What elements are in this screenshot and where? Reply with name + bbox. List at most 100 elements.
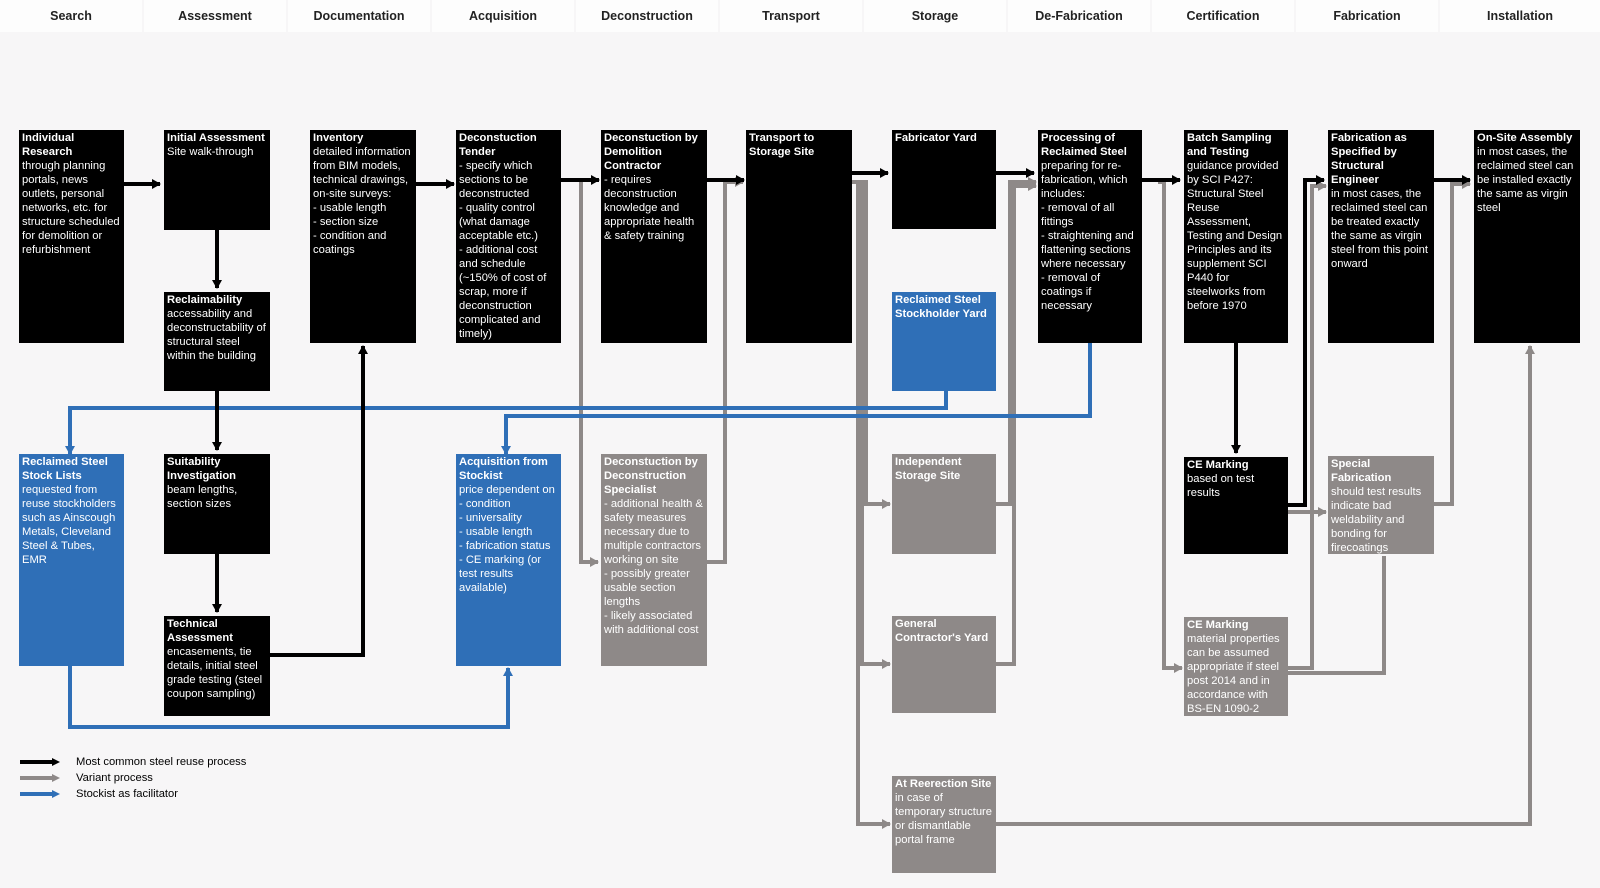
box-description: through planning portals, news outlets, … (22, 160, 120, 256)
box-description: detailed information from BIM models, te… (313, 146, 411, 256)
box-description: - specify which sections to be deconstru… (459, 160, 547, 340)
connector-ce-assumed-to-fabrication (1288, 181, 1327, 670)
box-description: based on test results (1187, 473, 1255, 499)
box-title: Batch Sampling and Testing (1187, 132, 1272, 158)
box-title: General Contractor's Yard (895, 618, 989, 644)
connector-tender-to-specialist (579, 182, 599, 567)
box-description: material properties can be assumed appro… (1187, 633, 1280, 715)
connector-stock-lists-to-acquisition (68, 666, 513, 729)
connector-special-fabrication-to-assembly (1432, 179, 1471, 506)
box-title: Deconstuction Tender (459, 132, 537, 158)
box-description: preparing for re-fabrication, which incl… (1041, 160, 1134, 312)
stage-header-installation: Installation (1440, 0, 1600, 32)
connector-independent-storage-to-processing (996, 177, 1037, 506)
box-title: Reclaimed Steel Stockholder Yard (895, 294, 987, 320)
box-title: CE Marking (1187, 459, 1249, 471)
box-title: Independent Storage Site (895, 456, 962, 482)
legend-arrow-blue (20, 790, 60, 798)
box-title: Special Fabrication (1331, 458, 1392, 484)
box-suitability-investigation: Suitability Investigation beam lengths, … (164, 454, 270, 554)
legend-item-stockist: Stockist as facilitator (20, 786, 178, 802)
box-ce-marking-assumed: CE Marking material properties can be as… (1184, 617, 1288, 716)
stage-header-acquisition: Acquisition (432, 0, 574, 32)
box-title: Initial Assessment (167, 132, 265, 144)
box-transport-to-storage-site: Transport to Storage Site (746, 130, 852, 343)
box-technical-assessment: Technical Assessment encasements, tie de… (164, 616, 270, 716)
box-reclaimability: Reclaimability accessability and deconst… (164, 292, 270, 391)
connector-ce-test-to-fabrication (1288, 175, 1325, 507)
stage-header-de-fabrication: De-Fabrication (1008, 0, 1150, 32)
connector-technical-to-inventory (270, 345, 368, 657)
legend-label: Most common steel reuse process (76, 756, 247, 768)
box-on-site-assembly: On-Site Assembly in most cases, the recl… (1474, 130, 1580, 343)
box-title: Reclaimability (167, 294, 243, 306)
box-title: Inventory (313, 132, 364, 144)
box-title: Deconstuction by Deconstruction Speciali… (604, 456, 698, 496)
box-description: - additional health & safety measures ne… (604, 498, 703, 636)
stage-header-documentation: Documentation (288, 0, 430, 32)
box-description: encasements, tie details, initial steel … (167, 646, 263, 700)
stage-header-deconstruction: Deconstruction (576, 0, 718, 32)
box-title: Transport to Storage Site (749, 132, 815, 158)
box-batch-sampling-testing: Batch Sampling and Testing guidance prov… (1184, 130, 1288, 343)
box-deconstruction-demolition-contractor: Deconstuction by Demolition Contractor -… (601, 130, 707, 343)
legend-label: Stockist as facilitator (76, 788, 178, 800)
box-title: At Reerection Site (895, 778, 992, 790)
stage-header-fabrication: Fabrication (1296, 0, 1438, 32)
box-description: accessability and deconstructability of … (167, 308, 266, 362)
box-title: Fabrication as Specified by Structural E… (1331, 132, 1407, 186)
box-fabricator-yard: Fabricator Yard (892, 130, 996, 229)
box-processing-reclaimed-steel: Processing of Reclaimed Steel preparing … (1038, 130, 1142, 343)
box-at-reerection-site: At Reerection Site in case of temporary … (892, 776, 996, 873)
legend-item-most-common: Most common steel reuse process (20, 754, 246, 770)
legend-item-variant: Variant process (20, 770, 153, 786)
box-individual-research: Individual Research through planning por… (19, 130, 124, 343)
box-description: requested from reuse stockholders such a… (22, 484, 116, 566)
box-title: On-Site Assembly (1477, 132, 1573, 144)
stage-header-search: Search (0, 0, 142, 32)
legend-arrow-black (20, 758, 60, 766)
box-special-fabrication: Special Fabrication should test results … (1328, 456, 1434, 554)
legend-arrow-grey (20, 774, 60, 782)
box-title: Acquisition from Stockist (459, 456, 548, 482)
box-reclaimed-steel-stock-lists: Reclaimed Steel Stock Lists requested fr… (19, 454, 124, 666)
box-inventory: Inventory detailed information from BIM … (310, 130, 416, 343)
connector-specialist-to-transport (707, 177, 744, 564)
box-description: Site walk-through (167, 146, 254, 158)
box-description: price dependent on - condition - univers… (459, 484, 555, 594)
box-title: Fabricator Yard (895, 132, 977, 144)
connector-stockholder-yard-to-stock-lists (65, 391, 948, 455)
box-description: guidance provided by SCI P427: Structura… (1187, 160, 1283, 312)
box-description: should test results indicate bad weldabi… (1331, 486, 1422, 554)
box-reclaimed-steel-stockholder-yard: Reclaimed Steel Stockholder Yard (892, 292, 996, 391)
box-title: Technical Assessment (167, 618, 233, 644)
connector-processing-to-ce-assumed (1158, 180, 1183, 673)
box-general-contractors-yard: General Contractor's Yard (892, 616, 996, 713)
box-description: in most cases, the reclaimed steel can b… (1331, 188, 1429, 270)
box-description: in case of temporary structure or disman… (895, 792, 992, 846)
stage-header-storage: Storage (864, 0, 1006, 32)
connector-contractor-yard-to-processing (996, 181, 1037, 666)
box-description: - requires deconstruction knowledge and … (604, 174, 695, 242)
box-initial-assessment: Initial Assessment Site walk-through (164, 130, 270, 230)
connector-transport-to-reerection (852, 180, 891, 829)
box-title: Reclaimed Steel Stock Lists (22, 456, 108, 482)
box-acquisition-from-stockist: Acquisition from Stockist price dependen… (456, 454, 561, 666)
box-deconstruction-specialist: Deconstuction by Deconstruction Speciali… (601, 454, 707, 666)
box-description: beam lengths, section sizes (167, 484, 238, 510)
box-ce-marking-test-results: CE Marking based on test results (1184, 457, 1288, 554)
connector-stockholder-yard-to-acquisition (501, 343, 1092, 455)
connector-ce-assumed-to-special-fabrication (1288, 556, 1386, 675)
box-independent-storage-site: Independent Storage Site (892, 454, 996, 554)
connector-reerection-to-assembly (996, 345, 1535, 826)
legend-label: Variant process (76, 772, 153, 784)
box-title: Processing of Reclaimed Steel (1041, 132, 1127, 158)
box-deconstruction-tender: Deconstuction Tender - specify which sec… (456, 130, 561, 343)
box-title: Suitability Investigation (167, 456, 236, 482)
stage-header-certification: Certification (1152, 0, 1294, 32)
stage-header-bar: Search Assessment Documentation Acquisit… (0, 0, 1600, 33)
box-fabrication-as-specified: Fabrication as Specified by Structural E… (1328, 130, 1434, 343)
box-title: CE Marking (1187, 619, 1249, 631)
box-title: Deconstuction by Demolition Contractor (604, 132, 698, 172)
